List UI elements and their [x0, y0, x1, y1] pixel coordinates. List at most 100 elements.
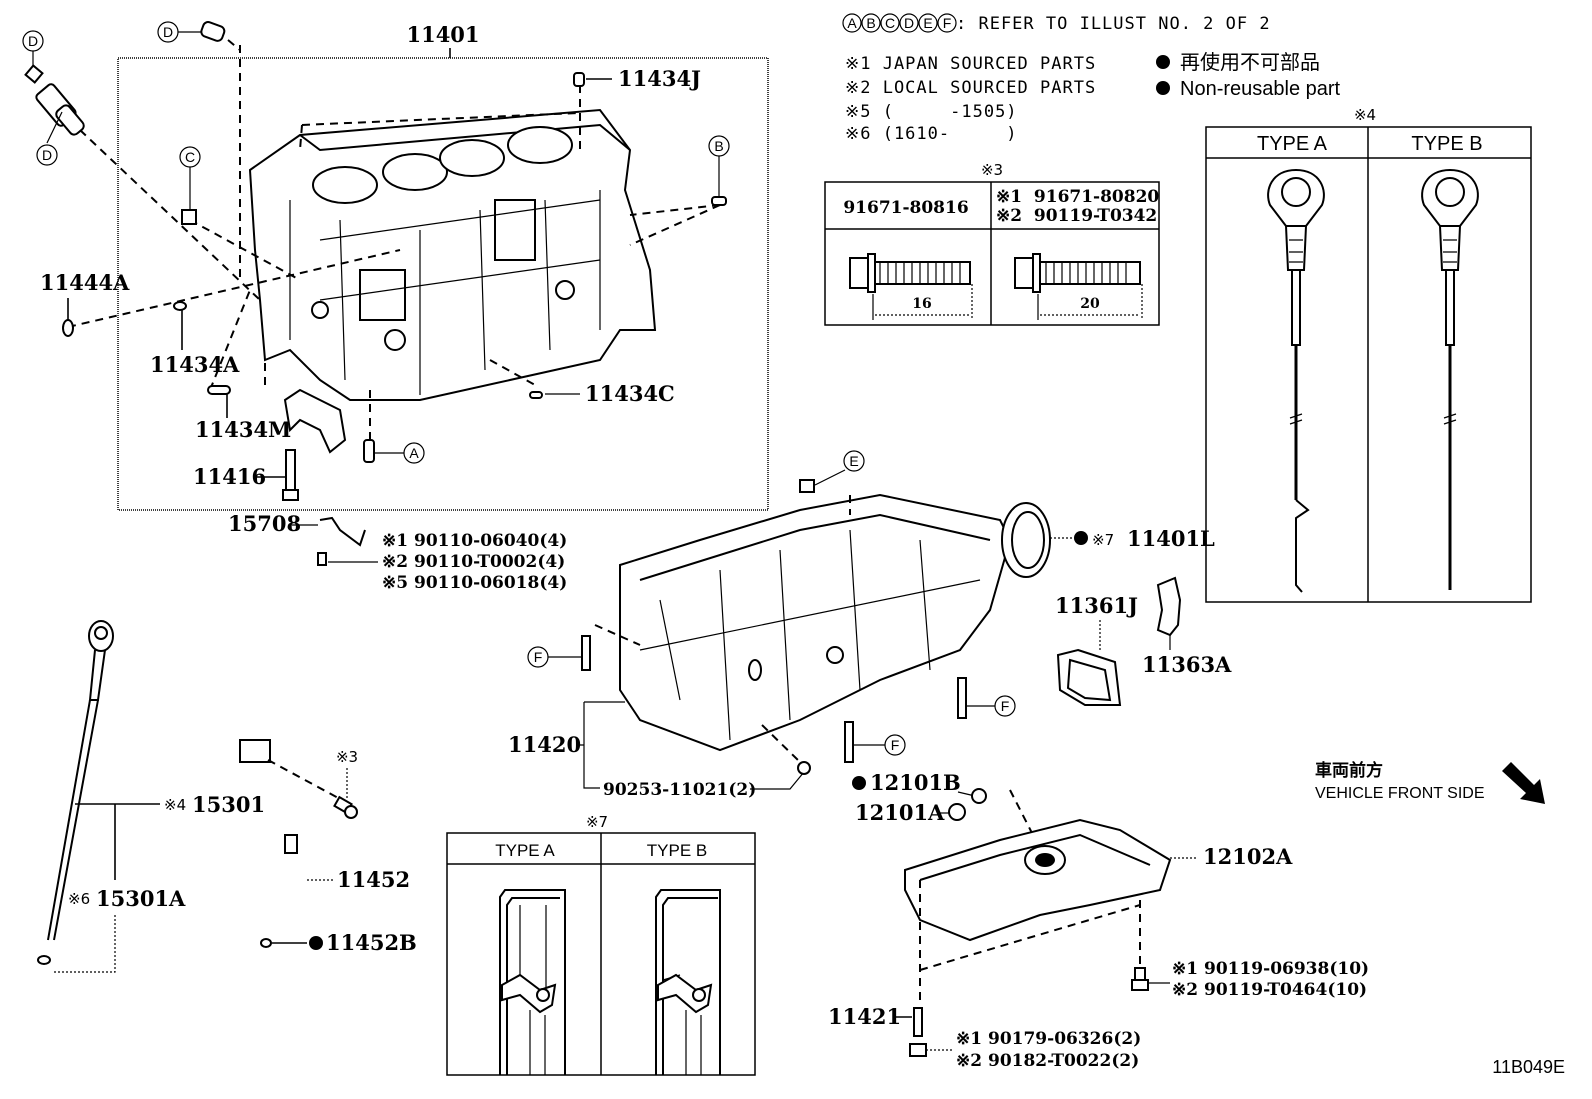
callout-f-2: F: [957, 677, 1016, 719]
dipstick-table-title: ※4: [1354, 106, 1376, 124]
part-11434c-label: 11434C: [585, 381, 675, 406]
svg-text:E: E: [849, 453, 858, 469]
pin-11434c-icon: [529, 391, 543, 399]
non-reusable-legend: 再使用不可部品 Non-reusable part: [1156, 51, 1341, 100]
oil-jet-15708: 15708 ※1 90110-06040(4) ※2 90110-T0002(4…: [228, 511, 567, 593]
svg-text:B: B: [714, 138, 723, 154]
svg-text:A: A: [847, 15, 857, 31]
non-reusable-dot-icon: [1156, 81, 1170, 95]
seal-table-title: ※7: [586, 813, 608, 831]
svg-text:F: F: [1001, 698, 1010, 714]
svg-text:D: D: [163, 24, 173, 40]
refer-circle-a: A: [842, 13, 862, 33]
part-11363a-label: 11363A: [1142, 652, 1232, 677]
part-11361j-label: 11361J: [1055, 593, 1138, 618]
bolt-12102a-icon: [1131, 967, 1149, 991]
stiffening-crankcase-icon: [619, 493, 1012, 752]
part-15708-bolt-1: ※1 90110-06040(4): [382, 531, 567, 551]
cylinder-block-group: 11401: [40, 22, 769, 511]
refer-text: : REFER TO ILLUST NO. 2 OF 2: [956, 14, 1271, 34]
bolt-table-col2-line1: ※1 91671-80820: [996, 187, 1159, 207]
callout-f-1: F: [527, 635, 591, 671]
part-11421-nut-2: ※2 90182-T0022(2): [956, 1051, 1139, 1071]
part-15301-label: 15301: [192, 792, 265, 817]
pin-11434j-icon: [573, 72, 585, 87]
bolt-icon: [799, 479, 815, 493]
bolt-11416-icon: [282, 449, 299, 501]
part-12102a-bolt-1: ※1 90119-06938(10): [1172, 959, 1369, 979]
stud-11421-icon: [913, 1007, 923, 1037]
seal-type-a-label: TYPE A: [495, 841, 555, 860]
part-15301a-mark: ※6: [68, 890, 90, 908]
svg-text:F: F: [943, 15, 952, 31]
note-5: ※5 ( -1505): [845, 102, 1018, 122]
non-reusable-dot-icon: [852, 776, 866, 790]
part-11401-label: 11401: [406, 22, 479, 47]
pin-icon: [711, 196, 727, 206]
note-japan-sourced: ※1 JAPAN SOURCED PARTS: [845, 54, 1096, 74]
part-11434m-label: 11434M: [195, 417, 291, 442]
o-ring-11444a-icon: [62, 319, 74, 337]
dipstick-type-a-icon: [1267, 168, 1325, 593]
note-6: ※6 (1610- ): [845, 124, 1018, 144]
part-15708-bolt-3: ※5 90110-06018(4): [382, 573, 567, 593]
bolt-ref-mark: ※3: [336, 748, 358, 766]
non-reusable-dot-icon: [309, 936, 323, 950]
svg-text:D: D: [28, 33, 38, 49]
refer-circle-f: F: [937, 13, 957, 33]
arrow-down-right-icon: [1502, 762, 1545, 804]
non-reusable-en: Non-reusable part: [1180, 78, 1341, 100]
bolt-icon: [957, 677, 967, 719]
part-11416-label: 11416: [193, 464, 266, 489]
bolt-length-16: 16: [912, 296, 931, 312]
part-12102a-bolt-2: ※2 90119-T0464(10): [1172, 980, 1367, 1000]
bolt-table-col1-part: 91671-80816: [843, 198, 968, 218]
vehicle-front-indicator: 車両前方 VEHICLE FRONT SIDE: [1315, 760, 1545, 804]
seal-type-b-section-icon: [655, 889, 721, 1075]
svg-text:B: B: [866, 15, 875, 31]
plug-icon: [181, 209, 197, 225]
dipstick-type-b-icon: [1421, 168, 1479, 590]
seal-type-a-section-icon: [499, 889, 566, 1075]
refer-circle-d: D: [899, 13, 919, 33]
part-11434a-label: 11434A: [150, 352, 240, 377]
bolt-icon: [844, 721, 854, 763]
part-15301a-label: 15301A: [96, 886, 186, 911]
refer-circle-b: B: [861, 13, 881, 33]
bolt-icon: [581, 635, 591, 671]
part-15708-label: 15708: [228, 511, 301, 536]
seal-table: ※7 TYPE A TYPE B: [446, 813, 756, 1076]
seal-type-b-label: TYPE B: [647, 841, 707, 860]
bearing-cap-icon: [283, 388, 347, 454]
svg-text:A: A: [409, 445, 419, 461]
refer-legend: A B C D E F : REFER TO ILLUST NO. 2 OF 2: [842, 13, 1271, 34]
svg-text:F: F: [534, 649, 543, 665]
callout-d-left-bottom: D: [36, 111, 63, 166]
bolt-16-icon: [849, 253, 973, 320]
part-11421-label: 11421: [828, 1004, 901, 1029]
dipstick-type-a-label: TYPE A: [1257, 133, 1328, 155]
svg-text:C: C: [185, 149, 195, 165]
bolt-table-col2-line2: ※2 90119-T0342: [996, 206, 1157, 226]
illustration-code: 11B049E: [1492, 1057, 1565, 1077]
svg-text:C: C: [885, 15, 895, 31]
dipstick-table: ※4 TYPE A TYPE B: [1205, 106, 1532, 603]
part-15708-bolt-2: ※2 90110-T0002(4): [382, 552, 565, 572]
svg-text:F: F: [891, 737, 900, 753]
dipstick-15301-icon: [37, 620, 114, 965]
part-11401l-mark: ※7: [1092, 531, 1114, 549]
part-11452-label: 11452: [337, 867, 410, 892]
nut-icon: [909, 1043, 927, 1057]
o-ring-11452b-icon: [260, 938, 272, 948]
part-11434j-label: 11434J: [618, 66, 701, 91]
gasket-11361j-icon: [1056, 648, 1122, 706]
source-notes: ※1 JAPAN SOURCED PARTS ※2 LOCAL SOURCED …: [845, 54, 1096, 144]
oil-pressure-switch-icon: [24, 64, 85, 136]
oil-pan-12102a-icon: [904, 818, 1172, 942]
pin-icon: [363, 439, 375, 463]
non-reusable-dot-icon: [1156, 55, 1170, 69]
oil-seal-11401l-icon: [1001, 502, 1051, 578]
dipstick-type-b-label: TYPE B: [1411, 133, 1482, 155]
refer-circle-c: C: [880, 13, 900, 33]
cylinder-block-icon: [248, 108, 657, 401]
